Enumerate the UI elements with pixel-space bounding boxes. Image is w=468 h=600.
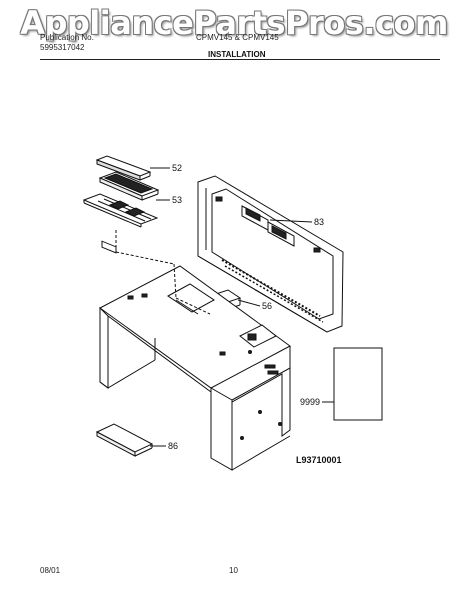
part-label-56: 56 (262, 301, 272, 311)
part-label-53: 53 (172, 195, 182, 205)
part-label-9999: 9999 (300, 397, 320, 407)
part-83-mounting-plate (197, 175, 344, 333)
part-53-grille-frame (98, 171, 160, 201)
part-label-52: 52 (172, 163, 182, 173)
part-9999-installation-sheet (333, 347, 383, 421)
diagram-code: L93710001 (296, 455, 342, 465)
part-52-vent-cover (95, 155, 152, 181)
footer-page-number: 10 (229, 566, 238, 575)
footer-date: 08/01 (40, 566, 61, 575)
watermark-logo: AppliancePartsPros.com (20, 4, 448, 42)
section-title: INSTALLATION (208, 50, 266, 59)
part-label-86: 86 (168, 441, 178, 451)
part-86-hardware-bag (95, 423, 154, 457)
part-label-83: 83 (314, 217, 324, 227)
publication-label: Publication No. (40, 33, 94, 42)
grille-plate (82, 193, 159, 254)
assembly-lines (115, 230, 211, 315)
cabinet-housing (99, 265, 291, 471)
model-numbers: CPMV145 & CPMV145 (196, 33, 279, 42)
publication-number: 5995317042 (40, 43, 85, 52)
header-rule (40, 59, 440, 60)
leader-lines (150, 167, 334, 447)
